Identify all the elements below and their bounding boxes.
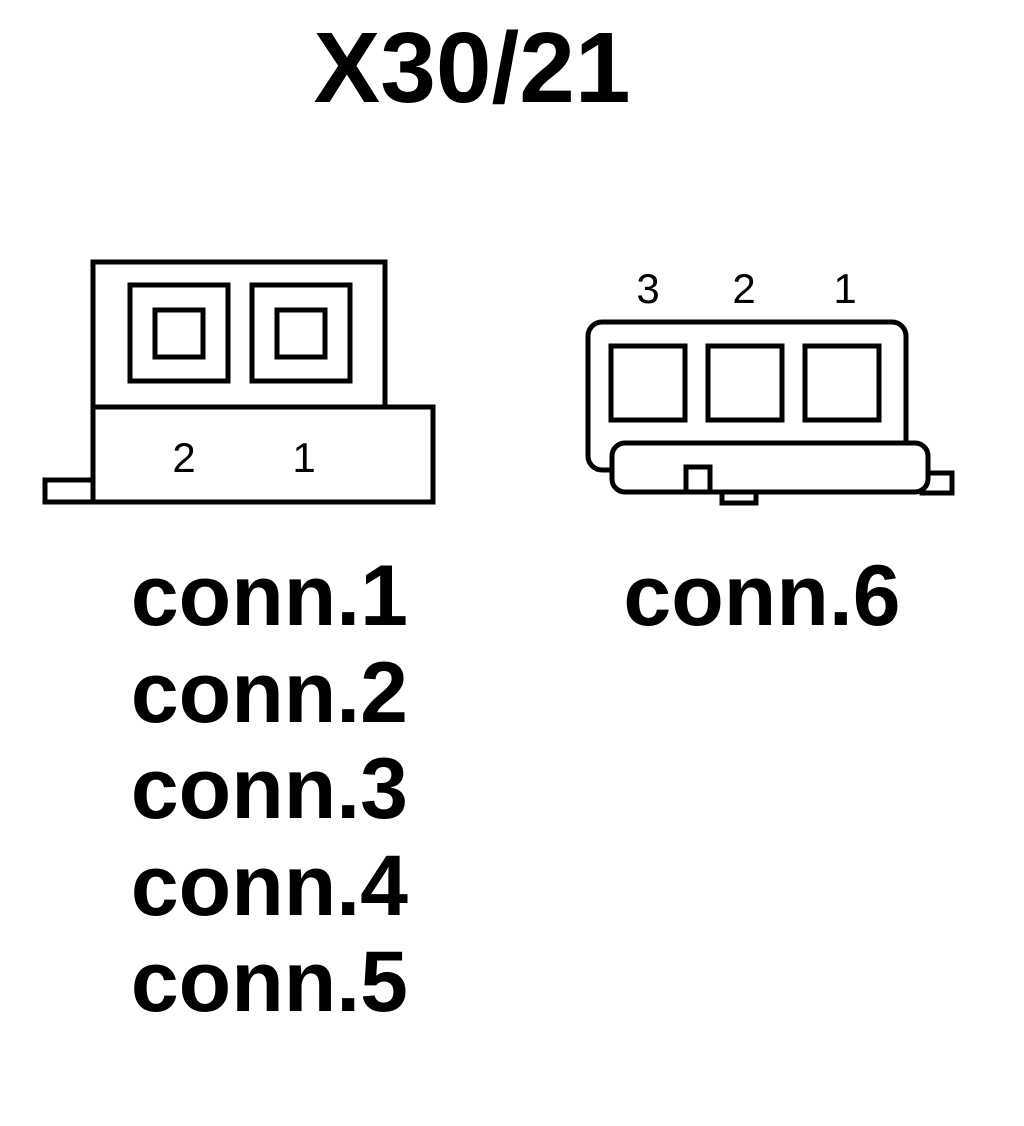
connector-3-pin-cavity-3 xyxy=(608,343,688,423)
conn-label: conn.5 xyxy=(131,934,408,1030)
connector-3-pin-key xyxy=(683,464,713,495)
conn-label: conn.2 xyxy=(131,645,408,741)
connector-2-pin-label-2: 2 xyxy=(172,434,195,481)
connector-3-pin-lower-bar xyxy=(609,440,931,495)
conn-label: conn.4 xyxy=(131,838,408,934)
conn-label: conn.3 xyxy=(131,741,408,837)
connector-3-pin-cavity-1 xyxy=(802,343,882,423)
connector-2-pin-tab xyxy=(42,477,98,505)
connector-3-pin-cavity-2 xyxy=(705,343,785,423)
connector-2-pin-connections: conn.1 conn.2 conn.3 conn.4 conn.5 xyxy=(131,548,408,1030)
connector-3-pin-label-2: 2 xyxy=(732,265,755,312)
connector-2-pin-label-1: 1 xyxy=(292,434,315,481)
connector-2-pin-lower-body xyxy=(90,404,436,505)
diagram-title: X30/21 xyxy=(314,12,631,124)
connector-3-pin: 3 2 1 xyxy=(585,265,955,506)
connector-2-pin: 2 1 xyxy=(42,259,436,505)
connector-3-pin-label-3: 3 xyxy=(636,265,659,312)
connector-3-pin-label-1: 1 xyxy=(833,265,856,312)
conn-label: conn.1 xyxy=(131,548,408,644)
conn-label: conn.6 xyxy=(623,548,900,644)
connector-3-pin-connections: conn.6 xyxy=(623,548,900,644)
connector-2-pin-contact-2 xyxy=(152,307,206,360)
connector-2-pin-contact-1 xyxy=(274,307,328,360)
